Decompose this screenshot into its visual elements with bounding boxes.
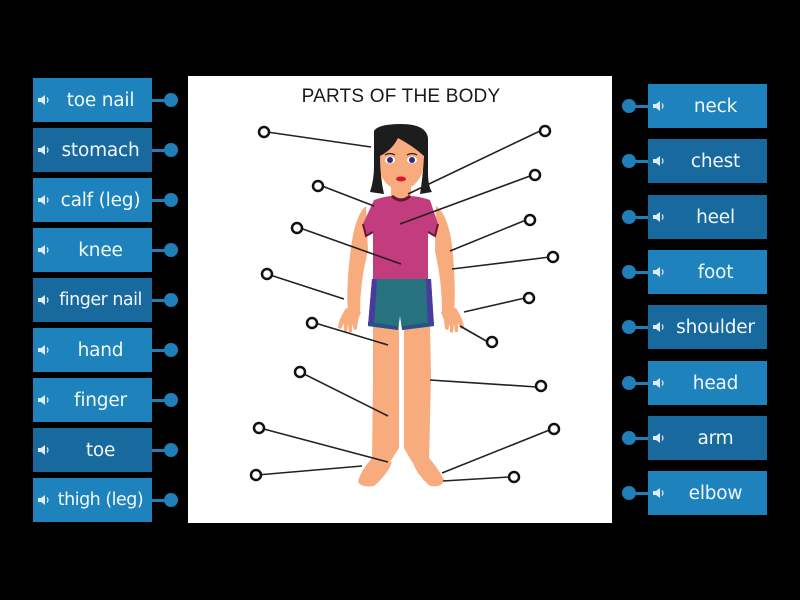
tile-label: foot bbox=[697, 261, 734, 283]
connector-line bbox=[632, 382, 648, 385]
tile-label: thigh (leg) bbox=[57, 490, 144, 510]
connector-line bbox=[632, 216, 648, 219]
drag-handle[interactable] bbox=[164, 493, 178, 507]
label-tile-hand[interactable]: hand bbox=[33, 328, 152, 372]
tile-label: arm bbox=[697, 427, 734, 449]
connector-line bbox=[632, 326, 648, 329]
label-tile-arm[interactable]: arm bbox=[648, 416, 767, 460]
pointer-lines bbox=[256, 130, 553, 482]
tile-label: toe bbox=[85, 439, 116, 461]
drag-handle[interactable] bbox=[622, 210, 636, 224]
connector-line bbox=[152, 499, 168, 502]
connector-line bbox=[632, 271, 648, 274]
drag-handle[interactable] bbox=[622, 265, 636, 279]
drag-handle[interactable] bbox=[164, 293, 178, 307]
connector-line bbox=[632, 492, 648, 495]
label-tile-thigh[interactable]: thigh (leg) bbox=[33, 478, 152, 522]
connector-line bbox=[632, 160, 648, 163]
label-tile-elbow[interactable]: elbow bbox=[648, 471, 767, 515]
label-tile-toe-nail[interactable]: toe nail bbox=[33, 78, 152, 122]
drag-handle[interactable] bbox=[164, 143, 178, 157]
speaker-icon[interactable] bbox=[37, 293, 51, 307]
label-tile-shoulder[interactable]: shoulder bbox=[648, 305, 767, 349]
speaker-icon[interactable] bbox=[37, 393, 51, 407]
speaker-icon[interactable] bbox=[652, 486, 666, 500]
body-diagram-panel: PARTS OF THE BODY bbox=[188, 76, 612, 523]
speaker-icon[interactable] bbox=[652, 376, 666, 390]
label-tile-chest[interactable]: chest bbox=[648, 139, 767, 183]
speaker-icon[interactable] bbox=[37, 443, 51, 457]
tile-label: elbow bbox=[688, 482, 743, 504]
drag-handle[interactable] bbox=[622, 376, 636, 390]
tile-label: toe nail bbox=[66, 89, 135, 111]
connector-line bbox=[632, 437, 648, 440]
tile-label: head bbox=[692, 372, 739, 394]
tile-label: finger nail bbox=[59, 290, 142, 310]
speaker-icon[interactable] bbox=[652, 154, 666, 168]
label-tile-toe[interactable]: toe bbox=[33, 428, 152, 472]
connector-line bbox=[152, 249, 168, 252]
tile-label: hand bbox=[77, 339, 124, 361]
drag-handle[interactable] bbox=[622, 486, 636, 500]
label-tile-head[interactable]: head bbox=[648, 361, 767, 405]
target-circles bbox=[249, 124, 561, 484]
connector-line bbox=[152, 449, 168, 452]
drag-handle[interactable] bbox=[622, 99, 636, 113]
speaker-icon[interactable] bbox=[37, 93, 51, 107]
drag-handle[interactable] bbox=[622, 320, 636, 334]
label-tile-calf[interactable]: calf (leg) bbox=[33, 178, 152, 222]
speaker-icon[interactable] bbox=[652, 431, 666, 445]
drag-handle[interactable] bbox=[164, 443, 178, 457]
tile-label: chest bbox=[690, 150, 741, 172]
tile-label: finger bbox=[74, 389, 127, 411]
diagram-title: PARTS OF THE BODY bbox=[301, 86, 501, 107]
label-tile-neck[interactable]: neck bbox=[648, 84, 767, 128]
tile-label: shoulder bbox=[676, 316, 755, 338]
tile-label: heel bbox=[696, 206, 735, 228]
connector-line bbox=[152, 199, 168, 202]
label-tile-finger-nail[interactable]: finger nail bbox=[33, 278, 152, 322]
speaker-icon[interactable] bbox=[652, 265, 666, 279]
label-tile-heel[interactable]: heel bbox=[648, 195, 767, 239]
tile-label: knee bbox=[78, 239, 123, 261]
speaker-icon[interactable] bbox=[37, 343, 51, 357]
connector-line bbox=[152, 299, 168, 302]
drag-handle[interactable] bbox=[164, 93, 178, 107]
drag-handle[interactable] bbox=[164, 343, 178, 357]
label-tile-foot[interactable]: foot bbox=[648, 250, 767, 294]
speaker-icon[interactable] bbox=[37, 193, 51, 207]
label-tile-stomach[interactable]: stomach bbox=[33, 128, 152, 172]
drag-handle[interactable] bbox=[622, 431, 636, 445]
drag-handle[interactable] bbox=[164, 393, 178, 407]
tile-label: neck bbox=[693, 95, 738, 117]
speaker-icon[interactable] bbox=[652, 320, 666, 334]
speaker-icon[interactable] bbox=[37, 143, 51, 157]
connector-line bbox=[152, 149, 168, 152]
speaker-icon[interactable] bbox=[37, 243, 51, 257]
drag-handle[interactable] bbox=[164, 243, 178, 257]
label-tile-knee[interactable]: knee bbox=[33, 228, 152, 272]
connector-line bbox=[632, 105, 648, 108]
tile-label: stomach bbox=[61, 139, 140, 161]
body-figure-illustration bbox=[249, 124, 561, 487]
connector-line bbox=[152, 349, 168, 352]
drag-handle[interactable] bbox=[164, 193, 178, 207]
speaker-icon[interactable] bbox=[652, 99, 666, 113]
connector-line bbox=[152, 99, 168, 102]
speaker-icon[interactable] bbox=[652, 210, 666, 224]
label-tile-finger[interactable]: finger bbox=[33, 378, 152, 422]
tile-label: calf (leg) bbox=[60, 189, 141, 211]
connector-line bbox=[152, 399, 168, 402]
drag-handle[interactable] bbox=[622, 154, 636, 168]
speaker-icon[interactable] bbox=[37, 493, 51, 507]
